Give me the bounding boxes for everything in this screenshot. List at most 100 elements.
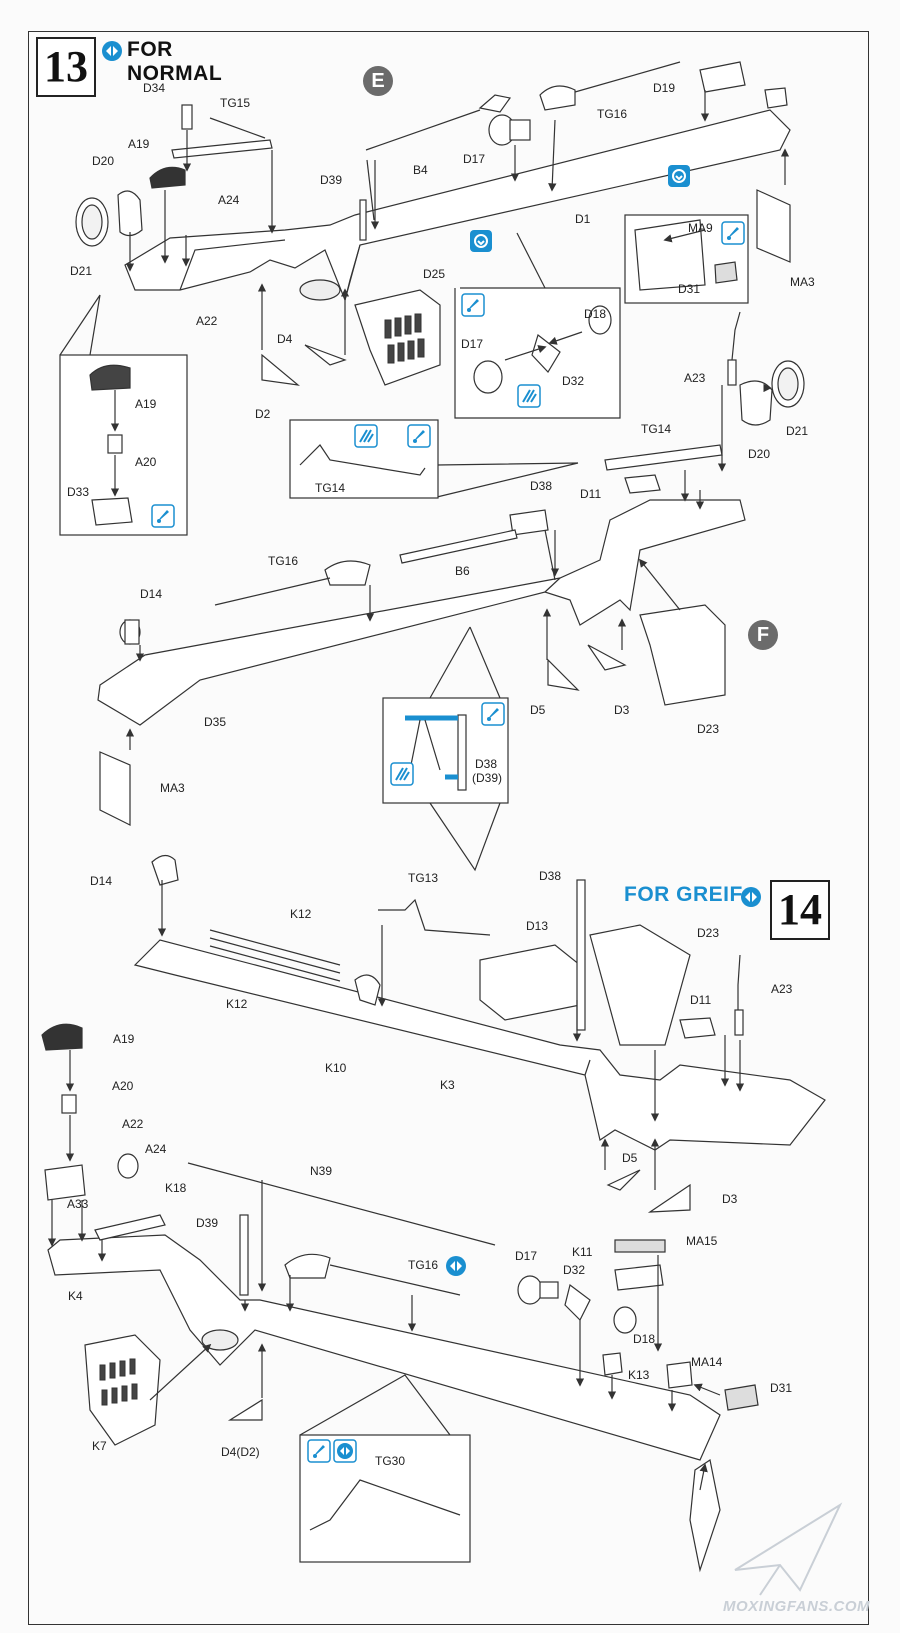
label: MA14 [691, 1355, 723, 1369]
label: A19 [128, 137, 150, 151]
frame-rail-step14-upper [133, 939, 826, 1151]
part-d5-2 [606, 1169, 641, 1191]
part-tg16-upper [539, 61, 681, 111]
cement-brush-icon [461, 293, 485, 317]
part-k7-grille [84, 1334, 161, 1446]
label: MA9 [688, 221, 713, 235]
cement-brush-icon [481, 702, 505, 726]
cement-brush-icon [407, 424, 431, 448]
part-d25-grille [354, 289, 441, 386]
label: D20 [748, 447, 770, 461]
label: D17 [515, 1249, 537, 1263]
label: K12 [226, 997, 248, 1011]
part-ma3-lower [99, 751, 131, 826]
part-d21-lens-left [75, 197, 109, 247]
part-d1-bracket [359, 94, 512, 241]
label: K18 [165, 1181, 187, 1195]
part-b6 [399, 529, 518, 564]
badge-e: E [363, 66, 393, 96]
label: D34 [143, 81, 165, 95]
label: D23 [697, 926, 719, 940]
part-wheel-arch-corner [689, 1459, 721, 1573]
label: MA15 [686, 1234, 718, 1248]
watermark-plane-icon [734, 1502, 843, 1596]
label: D11 [580, 487, 601, 501]
label: A24 [218, 193, 240, 207]
label: D38 [475, 757, 497, 771]
label: D38 [530, 479, 552, 493]
label: D4 [277, 332, 293, 346]
part-d20-headlight-right [739, 380, 773, 426]
part-d23-mudguard [639, 604, 726, 706]
part-ma14 [666, 1361, 693, 1389]
part-ma3-plate [756, 189, 791, 263]
label: A24 [145, 1142, 167, 1156]
part-a19-horn [149, 166, 186, 189]
part-d23-mudguard-2 [589, 924, 691, 1046]
label: N39 [310, 1164, 332, 1178]
label: D4(D2) [221, 1445, 260, 1459]
label: D39 [320, 173, 342, 187]
label: D32 [563, 1263, 585, 1277]
part-d31-2 [724, 1384, 759, 1411]
step-title-text: FOR GREIF [624, 883, 743, 906]
label: D14 [90, 874, 112, 888]
assembly-arrows [47, 90, 790, 1491]
label: B6 [455, 564, 470, 578]
label: K11 [572, 1245, 593, 1259]
label: A19 [113, 1032, 135, 1046]
part-k10 [354, 974, 381, 1006]
label: D17 [463, 152, 485, 166]
cut-icon [354, 424, 378, 448]
label: K12 [290, 907, 312, 921]
part-a24-mirror [117, 1153, 139, 1179]
cement-brush-icon [307, 1439, 331, 1463]
page-frame [28, 31, 869, 1625]
label: D3 [722, 1192, 738, 1206]
watermark: MOXINGFANS.COM [722, 1598, 870, 1615]
label: TG14 [641, 422, 671, 436]
label: D23 [697, 722, 719, 736]
cut-icon [517, 384, 541, 408]
part-a23-antenna-2 [734, 954, 744, 1036]
label: MA3 [160, 781, 185, 795]
label: D18 [633, 1332, 655, 1346]
part-d3-2 [647, 1183, 691, 1213]
label: D35 [204, 715, 226, 729]
part-k18 [94, 1214, 166, 1241]
cement-icon [446, 1256, 466, 1276]
callout-box-d38 [382, 626, 509, 872]
label: D18 [584, 307, 606, 321]
label: D31 [770, 1381, 792, 1395]
icons [151, 164, 843, 1596]
cement-icon [333, 1439, 357, 1463]
label: D33 [67, 485, 89, 499]
label: D25 [423, 267, 445, 281]
step-title-text: FOR NORMAL [127, 38, 223, 85]
label: D20 [92, 154, 114, 168]
label: D2 [255, 407, 271, 421]
frame-rail-upper [124, 109, 791, 302]
label: TG16 [408, 1258, 438, 1272]
part-d11-bracket [679, 1017, 716, 1039]
part-d17-lamp-2 [517, 1275, 559, 1305]
drill-icon [667, 164, 691, 188]
part-k12-barrels [209, 929, 341, 982]
label: A22 [122, 1117, 144, 1131]
label: D13 [526, 919, 548, 933]
label: D19 [653, 81, 675, 95]
label: D32 [562, 374, 584, 388]
part-a33 [44, 1164, 86, 1201]
label: D21 [786, 424, 808, 438]
label: K13 [628, 1368, 650, 1382]
label: D31 [678, 282, 700, 296]
label: D17 [461, 337, 483, 351]
part-tg13 [378, 898, 491, 936]
part-a23-antenna [727, 311, 741, 386]
part-ma15 [614, 1239, 666, 1253]
label: (D39) [472, 771, 502, 785]
part-d4-fender-2 [227, 1398, 263, 1421]
label: TG13 [408, 871, 438, 885]
part-tg15 [171, 117, 273, 159]
